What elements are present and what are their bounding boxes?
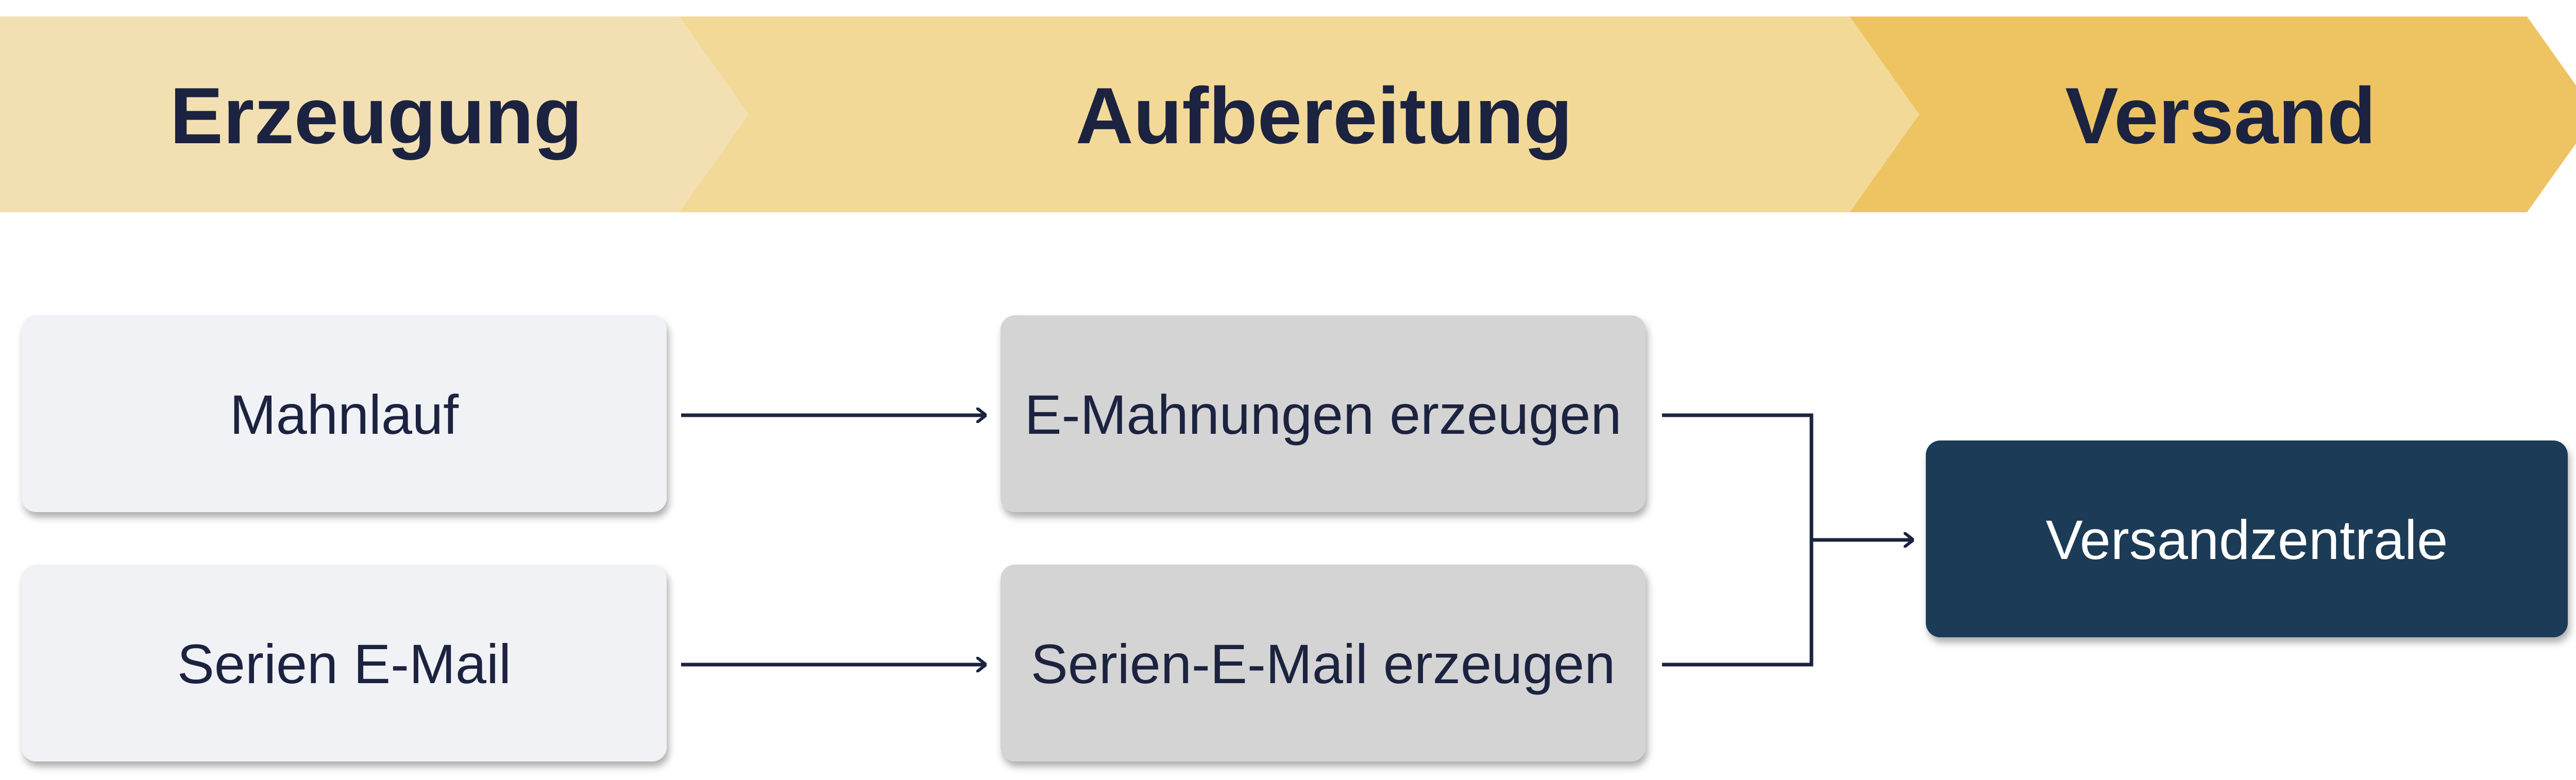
phase-band-versand (1850, 16, 2576, 212)
phase-banner: Erzeugung Aufbereitung Versand (0, 16, 2576, 212)
node-versandzentrale[interactable]: Versandzentrale (1926, 440, 2568, 637)
phase-band-aufbereitung (679, 16, 1919, 212)
phase-label-erzeugung: Erzeugung (170, 71, 583, 160)
node-label-serien-email: Serien E-Mail (177, 633, 511, 695)
phase-label-aufbereitung: Aufbereitung (1076, 71, 1572, 160)
node-e-mahnungen-erzeugen[interactable]: E-Mahnungen erzeugen (1001, 315, 1646, 512)
node-serien-email-erzeugen[interactable]: Serien-E-Mail erzeugen (1001, 565, 1646, 761)
node-mahnlauf[interactable]: Mahnlauf (22, 315, 667, 512)
node-label-e-mahnungen-erzeugen: E-Mahnungen erzeugen (1025, 383, 1622, 446)
phase-label-versand: Versand (2065, 71, 2376, 160)
connector-e-mahnungen-to-merge (1662, 413, 1814, 667)
node-label-versandzentrale: Versandzentrale (2046, 508, 2448, 571)
node-label-mahnlauf: Mahnlauf (230, 383, 459, 446)
connectors (681, 415, 1913, 665)
node-serien-email[interactable]: Serien E-Mail (22, 565, 667, 761)
node-label-serien-email-erzeugen: Serien-E-Mail erzeugen (1031, 633, 1616, 695)
phase-band-erzeugung (0, 16, 749, 212)
